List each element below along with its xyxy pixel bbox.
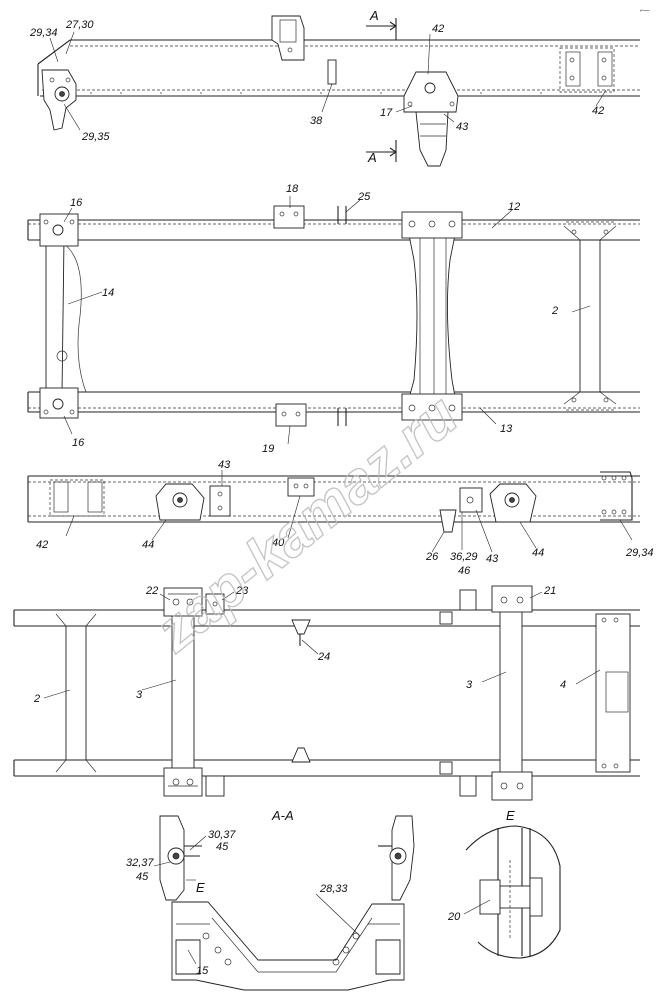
callout-13: 13	[500, 423, 513, 435]
callout-29-34-b: 29,34	[625, 547, 654, 559]
callout-2-a: 2	[551, 305, 558, 317]
view-frame-top-front: 16 16 14 18 19 25 12 13 2	[27, 183, 640, 455]
callout-43-a: 43	[456, 121, 469, 133]
callout-20: 20	[447, 911, 461, 923]
section-a-a-title: А-А	[271, 808, 294, 823]
callout-21: 21	[543, 585, 556, 597]
callout-36-29: 36,29	[450, 551, 478, 563]
callout-15: 15	[196, 965, 209, 977]
callout-12: 12	[508, 201, 520, 213]
callout-32-37: 32,37	[126, 857, 154, 869]
callout-28-33: 28,33	[319, 883, 348, 895]
callout-45-b: 45	[136, 871, 149, 883]
detail-e-mark: Е	[196, 880, 205, 895]
callout-14: 14	[102, 287, 114, 299]
callout-29-35: 29,35	[81, 131, 110, 143]
callout-17: 17	[380, 107, 393, 119]
callout-16-b: 16	[72, 437, 85, 449]
callout-4: 4	[560, 679, 566, 691]
view-frame-side-rear: 43 42 44 40 26 36,29 46 43 44 29,34	[27, 459, 654, 577]
callout-16-a: 16	[70, 197, 83, 209]
callout-25: 25	[357, 191, 371, 203]
section-mark-a-bottom: А	[367, 150, 377, 165]
callout-40: 40	[272, 537, 285, 549]
callout-42-c: 42	[36, 539, 48, 551]
callout-27-30: 27,30	[65, 19, 94, 31]
callout-3-a: 3	[136, 689, 143, 701]
callout-3-b: 3	[466, 679, 473, 691]
callout-42-a: 42	[432, 23, 444, 35]
callout-2-b: 2	[33, 693, 40, 705]
callout-30-37: 30,37	[208, 829, 236, 841]
callout-23: 23	[235, 585, 249, 597]
detail-e-title: Е	[506, 808, 515, 823]
callout-19: 19	[262, 443, 274, 455]
callout-42-b: 42	[592, 105, 604, 117]
callout-44-b: 44	[532, 547, 544, 559]
callout-38: 38	[310, 115, 323, 127]
callout-46: 46	[458, 565, 471, 577]
section-mark-a-top: А	[369, 8, 379, 23]
callout-29-34-a: 29,34	[29, 27, 58, 39]
callout-45-a: 45	[216, 841, 229, 853]
callout-22: 22	[145, 585, 158, 597]
callout-18: 18	[286, 183, 299, 195]
callout-26: 26	[425, 551, 439, 563]
view-frame-side-front: А А 29,34 27,30 29,35 38 42 17 43 42	[29, 8, 640, 167]
view-section-a-a: А-А Е 30,37 45 32,37 45 28,33 15	[126, 808, 415, 991]
detail-e-view: Е 20	[447, 808, 561, 959]
corner-mark: ⌐—	[640, 8, 650, 14]
callout-24: 24	[317, 651, 330, 663]
callout-43-b: 43	[218, 459, 231, 471]
view-frame-top-rear: 22 23 24 21 2 3 3 4	[13, 585, 640, 801]
callout-43-c: 43	[486, 553, 499, 565]
callout-44-a: 44	[142, 539, 154, 551]
